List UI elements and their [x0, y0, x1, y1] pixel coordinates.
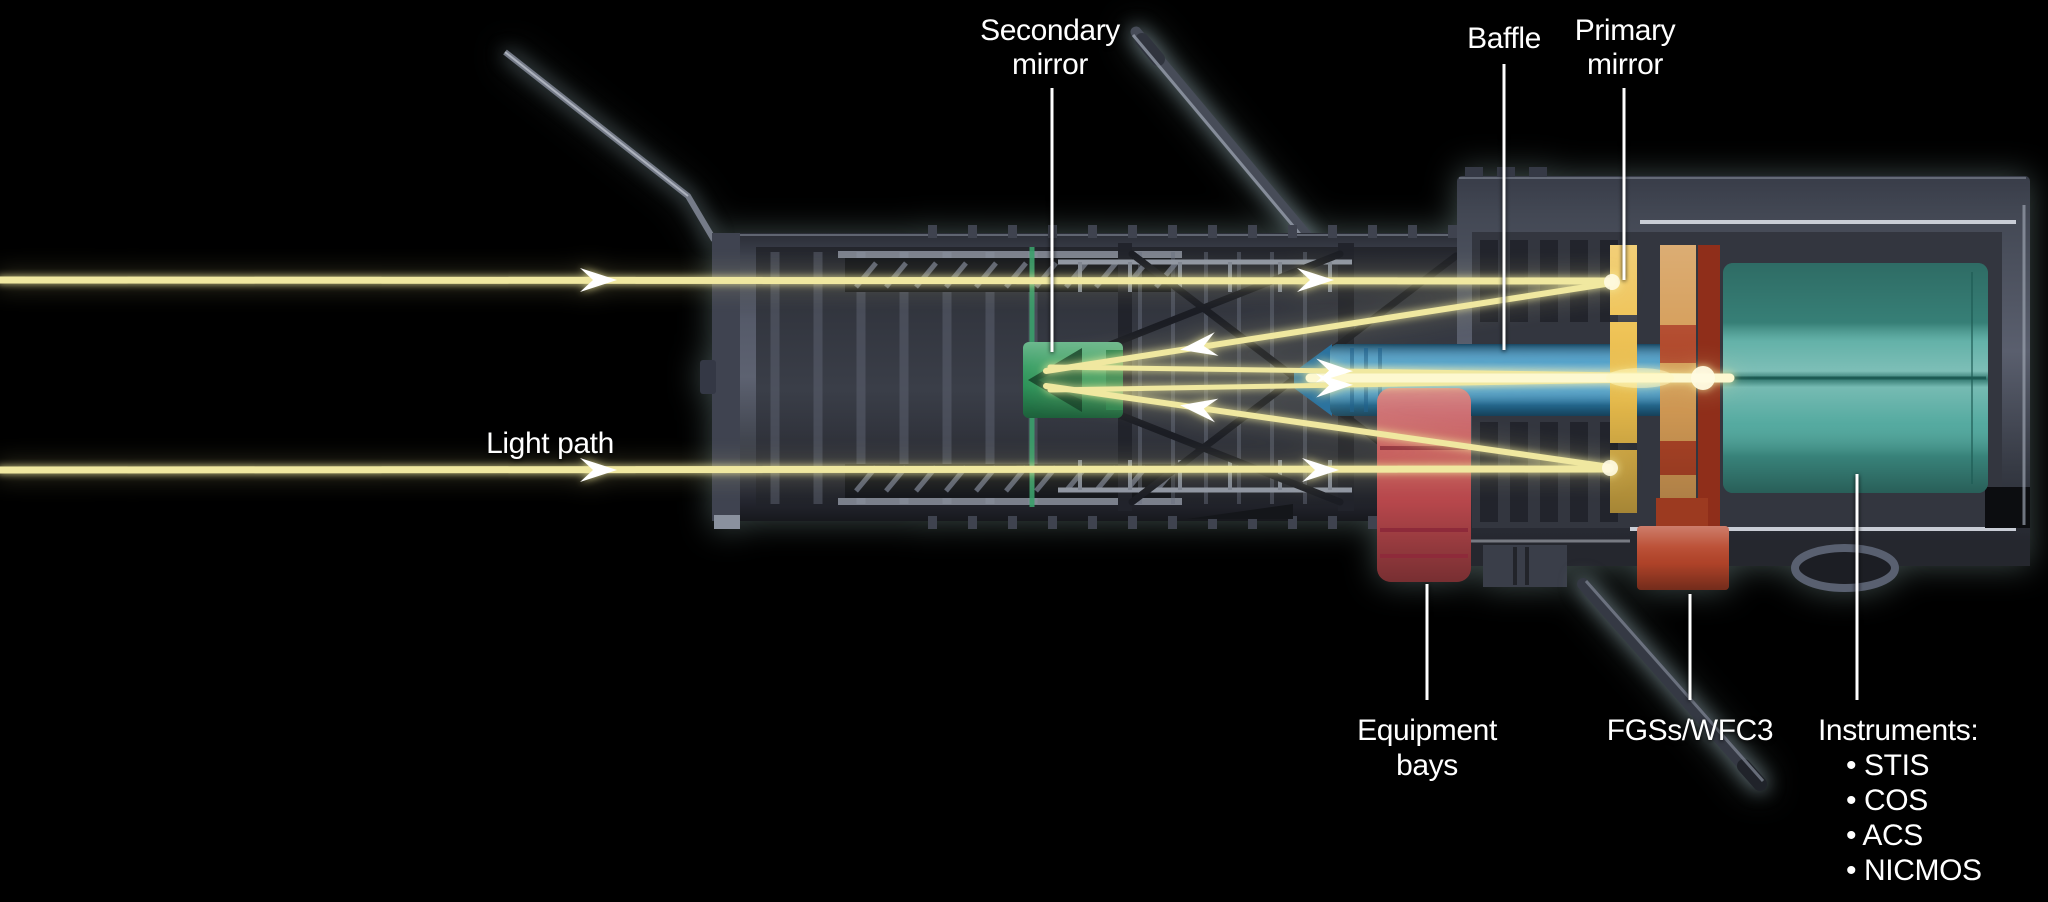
- bottom-fitting-wedge: [1187, 504, 1293, 519]
- primary-glint-bottom: [1602, 460, 1618, 476]
- mid-antenna-boom: [1130, 26, 1318, 248]
- light-path-rays: [0, 268, 1735, 482]
- front-rim-latch: [700, 360, 716, 394]
- incoming-ray-top: [0, 276, 1616, 285]
- mid-antenna-sleeve: [1135, 33, 1165, 66]
- instruments-module: [1723, 263, 1988, 493]
- support-shading: [1660, 245, 1696, 530]
- fgs-wfc3-shading: [1637, 526, 1729, 590]
- equipment-bays-label-line1: Equipment: [1357, 714, 1498, 747]
- aft-antenna-highlight: [1584, 580, 1765, 782]
- antenna-booms: [503, 26, 1318, 248]
- secondary-mirror-label-line2: mirror: [1012, 48, 1088, 81]
- focus-glow: [1606, 368, 1674, 388]
- instrument-item-stis: • STIS: [1846, 749, 1929, 782]
- instrument-item-nicmos: • NICMOS: [1846, 854, 1982, 887]
- equipment-bays-shading: [1377, 388, 1471, 582]
- fgs-wfc3-box: [1637, 526, 1729, 590]
- aft-antenna-boom-group: [1577, 578, 1767, 791]
- castellation: [1465, 167, 1483, 179]
- equipment-bays-label-line2: bays: [1396, 749, 1458, 782]
- front-antenna-highlight: [504, 51, 689, 197]
- bulkhead-ring-left: [1118, 243, 1132, 511]
- baffle-label: Baffle: [1467, 22, 1541, 55]
- primary-glint-top: [1604, 274, 1620, 290]
- front-rim: [712, 233, 740, 521]
- instrument-item-cos: • COS: [1846, 784, 1928, 817]
- mid-baffle-rings: [1138, 252, 1307, 504]
- focus-flare: [1691, 366, 1715, 390]
- aft-antenna-sleeve: [1737, 759, 1767, 791]
- equipment-bays-box: [1377, 388, 1471, 582]
- front-foot: [714, 515, 740, 529]
- forward-baffle-rings: [770, 252, 1038, 504]
- castellation: [1497, 167, 1515, 179]
- secondary-mirror-label-line1: Secondary: [980, 14, 1120, 47]
- hull-ring-ticks: [928, 225, 1457, 529]
- reflected-ray-top: [1043, 280, 1615, 374]
- aft-handle-ring: [1791, 544, 1899, 592]
- primary-mirror-label-line2: mirror: [1587, 48, 1663, 81]
- incoming-ray-bottom: [0, 465, 1614, 474]
- primary-mirror-label-line1: Primary: [1575, 14, 1676, 47]
- instruments-heading: Instruments:: [1818, 714, 1978, 747]
- aft-antenna-boom: [1577, 578, 1766, 790]
- instrument-item-acs: • ACS: [1846, 819, 1923, 852]
- mirror-support-structure: [1656, 245, 1720, 548]
- castellation: [1529, 167, 1547, 179]
- annotations: Secondary mirror Baffle Primary mirror L…: [486, 14, 1982, 887]
- fgs-wfc3-label: FGSs/WFC3: [1607, 714, 1773, 747]
- underside-boxes: [1483, 545, 1567, 587]
- light-path-label: Light path: [486, 427, 614, 460]
- reflected-ray-bottom: [1043, 383, 1613, 470]
- mid-antenna-highlight: [1131, 34, 1311, 246]
